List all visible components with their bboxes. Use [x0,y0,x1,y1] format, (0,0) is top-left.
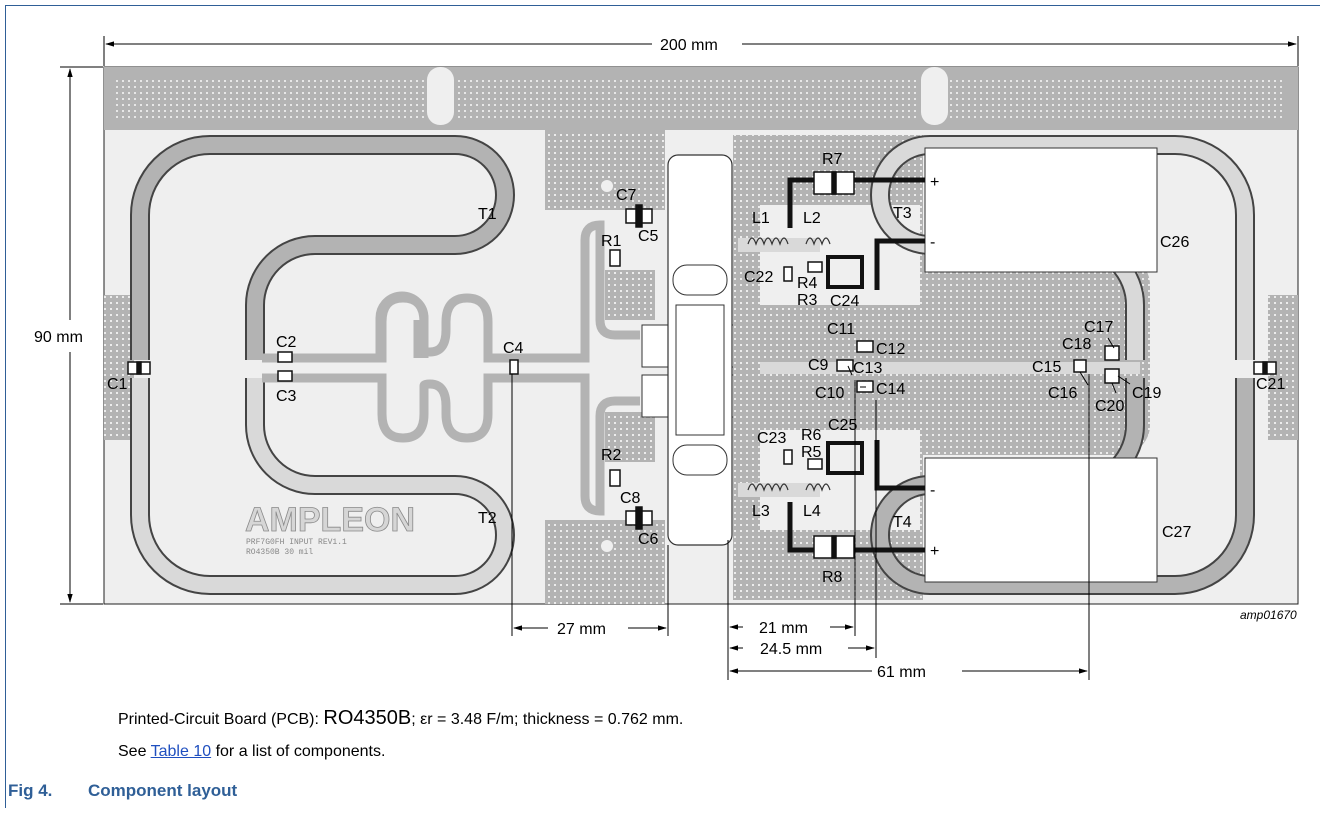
label-c15: C15 [1032,359,1061,376]
label-r6: R6 [801,427,822,444]
label-r8: R8 [822,569,843,586]
label-r5: R5 [801,444,822,461]
label-c4: C4 [503,340,524,357]
caption-see: See [118,743,151,760]
dimension-lines [60,36,1299,680]
polarity-plus-c27: + [930,543,939,560]
dimension-height: 90 mm [34,329,83,346]
polarity-plus-c26: + [930,174,939,191]
label-l4: L4 [803,503,821,520]
polarity-minus-c27: - [930,482,935,499]
label-c7: C7 [616,187,637,204]
capacitor-c27-body [924,457,1158,583]
ground-pads-left [545,130,665,604]
leader-lines [847,337,1131,394]
figure-title: Fig 4. Component layout [8,781,237,801]
label-r7: R7 [822,151,843,168]
label-c3: C3 [276,388,297,405]
label-c5: C5 [638,228,659,245]
label-c14: C14 [876,381,905,398]
capacitor-c26-body [924,147,1158,273]
label-c9: C9 [808,357,829,374]
figure-frame [5,5,1320,808]
dimension-61mm: 61 mm [877,664,926,681]
label-c11: C11 [827,321,855,338]
label-c25: C25 [828,417,857,434]
label-c12: C12 [876,341,905,358]
label-r1: R1 [601,233,622,250]
dimension-27mm: 27 mm [557,621,606,638]
caption-pcb-material: RO4350B [323,707,412,729]
component-labels: C1 C2 C3 C4 C5 C6 C7 C8 C9 C10 C11 C12 C… [107,151,1285,586]
label-c20: C20 [1095,398,1124,415]
label-l1: L1 [752,210,770,227]
figure-caption: Component layout [88,781,238,800]
top-ground-strip [104,67,1298,130]
input-balun-traces [130,135,515,595]
board-text-line2: RO4350B 30 mil [246,548,313,557]
label-c21: C21 [1256,376,1285,393]
dimension-21mm: 21 mm [759,620,808,637]
label-l2: L2 [803,210,821,227]
label-c13: C13 [853,360,882,377]
label-c24: C24 [830,293,859,310]
label-c27: C27 [1162,524,1191,541]
label-r3: R3 [797,292,818,309]
table-10-link[interactable]: Table 10 [150,743,212,760]
caption-components-note: See Table 10 for a list of components. [118,743,385,761]
dc-feed-wires [787,177,925,553]
caption-pcb-suffix: ; εr = 3.48 F/m; thickness = 0.762 mm. [411,711,684,728]
label-c22: C22 [744,269,773,286]
label-t1: T1 [478,206,497,223]
label-c1: C1 [107,376,128,393]
label-t3: T3 [893,205,912,222]
edge-pads [104,295,1298,440]
dimension-width: 200 mm [660,37,718,54]
label-c8: C8 [620,490,641,507]
drawing-reference: amp01670 [1240,608,1297,622]
caption-pcb-prefix: Printed-Circuit Board (PCB): [118,711,324,728]
caption-list: for a list of components. [211,743,386,760]
label-c23: C23 [757,430,786,447]
label-c17: C17 [1084,319,1113,336]
ampleon-logo: AMPLEON [245,501,415,539]
caption-pcb-spec: Printed-Circuit Board (PCB): RO4350B; εr… [118,707,683,730]
label-t2: T2 [478,510,497,527]
label-t4: T4 [893,514,912,531]
dimension-24-5mm: 24.5 mm [760,641,822,658]
board-text-line1: PRF7G0FH INPUT REV1.1 [246,538,347,547]
label-c2: C2 [276,334,297,351]
polarity-minus-c26: - [930,234,935,251]
label-r2: R2 [601,447,622,464]
label-c18: C18 [1062,336,1091,353]
smd-components [127,171,1277,559]
figure-number: Fig 4. [8,781,53,800]
label-r4: R4 [797,275,818,292]
label-c10: C10 [815,385,844,402]
label-c26: C26 [1160,234,1189,251]
label-c16: C16 [1048,385,1077,402]
label-l3: L3 [752,503,770,520]
inductors [747,237,831,492]
input-meanders [262,220,640,516]
label-c6: C6 [638,531,659,548]
label-c19: C19 [1132,385,1161,402]
